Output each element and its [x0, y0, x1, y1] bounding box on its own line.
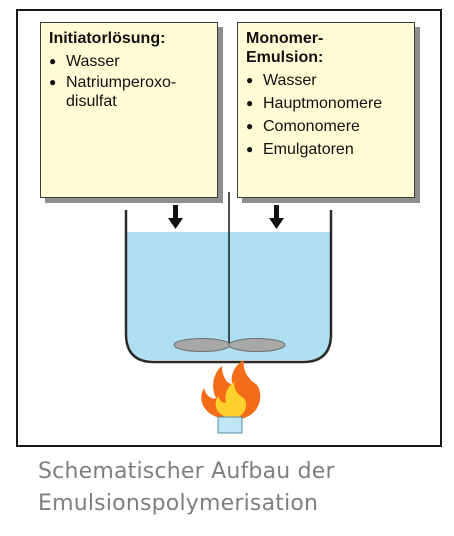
bullet-icon: ●: [246, 96, 254, 110]
list-item: ●Natriumperoxo- disulfat: [49, 74, 177, 110]
monomer-ingredient-list: ●Wasser ●Hauptmonomere ●Comonomere ●Emul…: [246, 71, 382, 163]
reactor-vessel: [124, 210, 333, 364]
down-arrow-icon: [168, 205, 183, 229]
bullet-icon: ●: [246, 73, 254, 87]
figure-caption: Schematischer Aufbau der Emulsionspolyme…: [38, 456, 335, 520]
burner: [217, 416, 243, 434]
list-item: ●Comonomere: [246, 118, 360, 135]
list-item: ●Hauptmonomere: [246, 95, 383, 112]
caption-line-1: Schematischer Aufbau der: [38, 459, 335, 484]
initiator-ingredient-list: ●Wasser ●Natriumperoxo- disulfat: [49, 52, 176, 113]
initiator-solution-box: Initiatorlösung: ●Wasser ●Natriumperoxo-…: [40, 22, 218, 198]
monomer-box-title: Monomer- Emulsion:: [246, 30, 324, 66]
bullet-icon: ●: [49, 54, 57, 68]
stirrer-paddle-left: [173, 338, 231, 352]
bullet-icon: ●: [246, 119, 254, 133]
list-item: ●Emulgatoren: [246, 141, 354, 158]
bullet-icon: ●: [246, 142, 254, 156]
flame-icon: [201, 360, 261, 420]
stirrer-paddle-right: [228, 338, 286, 352]
initiator-box-title: Initiatorlösung:: [49, 30, 166, 47]
caption-line-2: Emulsionspolymerisation: [38, 491, 319, 516]
list-item: ●Wasser: [246, 72, 317, 89]
monomer-emulsion-box: Monomer- Emulsion: ●Wasser ●Hauptmonomer…: [237, 22, 415, 198]
list-item: ●Wasser: [49, 53, 120, 70]
bullet-icon: ●: [49, 75, 57, 89]
down-arrow-icon: [269, 205, 284, 229]
